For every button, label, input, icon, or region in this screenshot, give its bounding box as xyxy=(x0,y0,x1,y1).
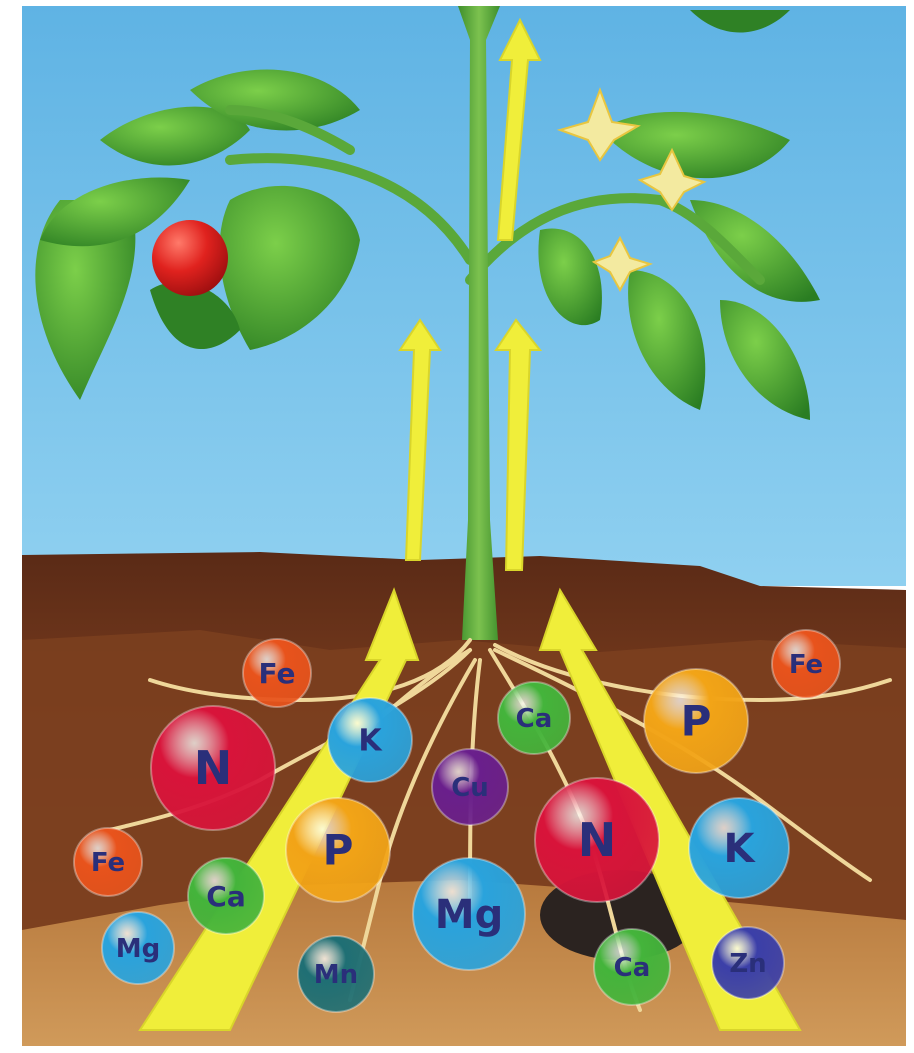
nutrient-k: K xyxy=(328,698,412,782)
nutrient-label: P xyxy=(323,826,354,875)
nutrient-p: P xyxy=(286,798,390,902)
nutrient-label: Ca xyxy=(206,880,245,913)
nutrient-label: Mn xyxy=(314,960,358,990)
nutrient-label: Ca xyxy=(614,953,651,983)
nutrient-label: N xyxy=(194,741,233,795)
nutrient-label: Fe xyxy=(259,657,296,690)
nutrient-fe: Fe xyxy=(243,639,311,707)
nutrient-label: Mg xyxy=(116,934,160,964)
nutrient-label: Cu xyxy=(451,773,489,803)
tomato xyxy=(152,220,228,296)
nutrient-cu: Cu xyxy=(432,749,508,825)
nutrient-label: P xyxy=(681,697,712,746)
nutrient-p: P xyxy=(644,669,748,773)
nutrient-mg: Mg xyxy=(102,912,174,984)
nutrient-label: K xyxy=(724,826,757,872)
nutrient-fe: Fe xyxy=(74,828,142,896)
nutrient-zn: Zn xyxy=(712,927,784,999)
nutrient-label: Mg xyxy=(435,892,503,938)
nutrient-label: Ca xyxy=(516,704,553,734)
nutrient-fe: Fe xyxy=(772,630,840,698)
nutrient-mn: Mn xyxy=(298,936,374,1012)
nutrient-mg: Mg xyxy=(413,858,525,970)
nutrient-label: K xyxy=(358,724,383,759)
nutrient-ca: Ca xyxy=(498,682,570,754)
nutrient-label: Fe xyxy=(789,650,823,680)
nutrient-label: N xyxy=(578,813,617,867)
nutrient-ca: Ca xyxy=(594,929,670,1005)
nutrient-n: N xyxy=(151,706,275,830)
nutrient-n: N xyxy=(535,778,659,902)
nutrient-k: K xyxy=(689,798,789,898)
nutrient-label: Fe xyxy=(91,848,125,878)
nutrient-ca: Ca xyxy=(188,858,264,934)
nutrient-label: Zn xyxy=(729,949,766,979)
